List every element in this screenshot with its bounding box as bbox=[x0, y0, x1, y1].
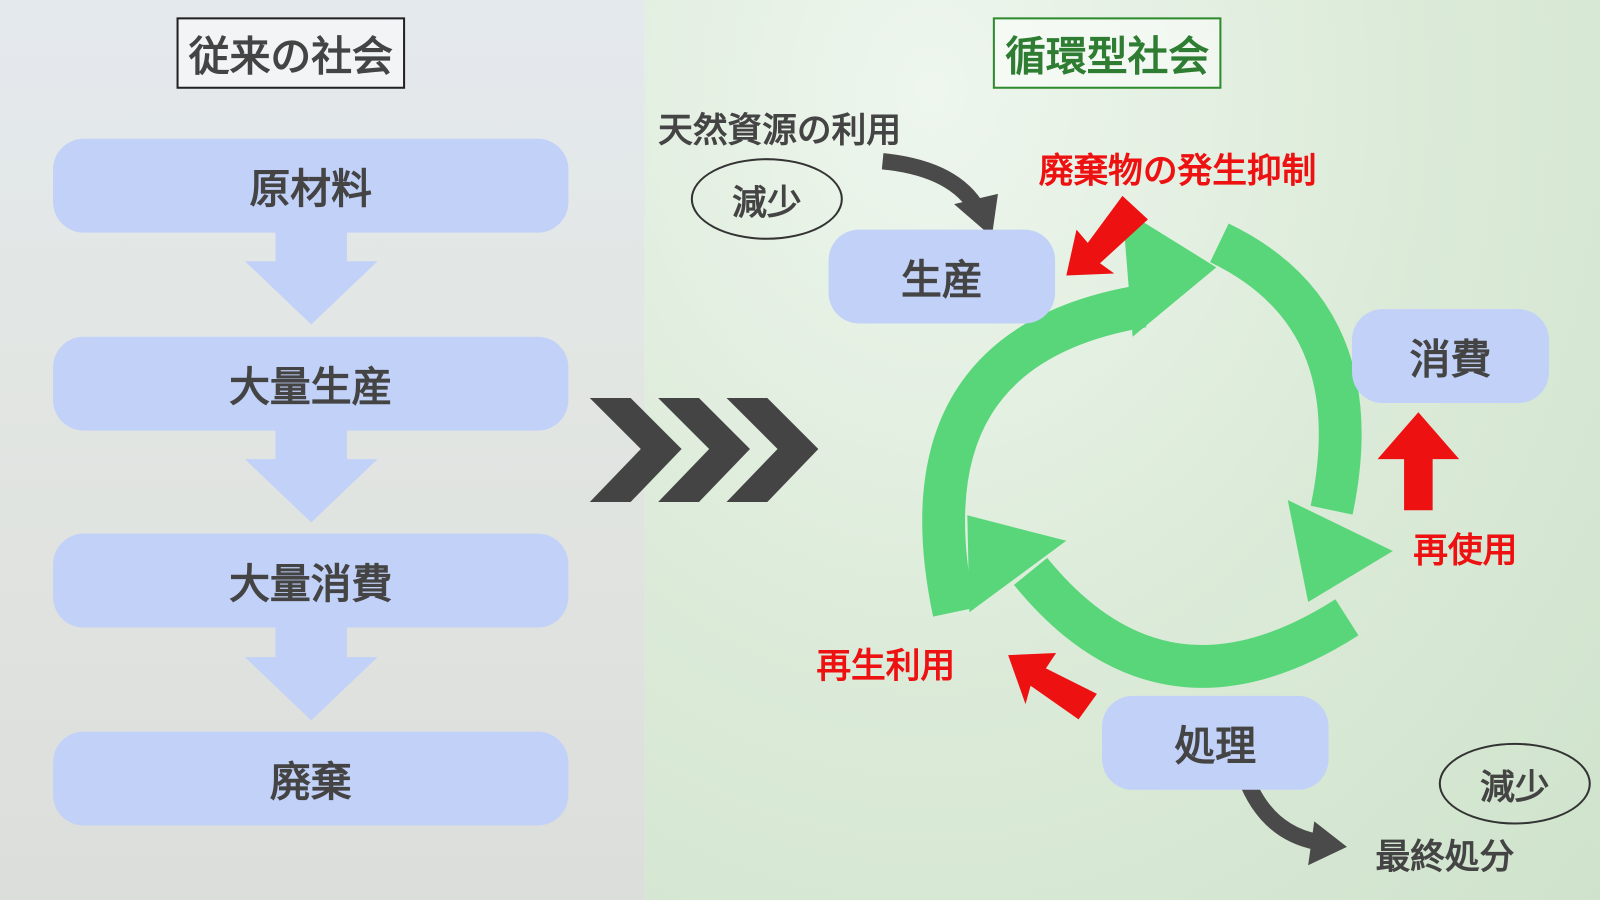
step-mass-production: 大量生産 bbox=[53, 336, 569, 431]
cycle-arrow-left bbox=[922, 284, 1147, 617]
reduce-bottom-oval: 減少 bbox=[1438, 742, 1591, 825]
natural-resources-label: 天然資源の利用 bbox=[658, 110, 902, 152]
down-arrow-icon bbox=[244, 428, 378, 523]
node-processing: 処理 bbox=[1102, 695, 1329, 790]
reuse-label: 再使用 bbox=[1413, 530, 1518, 572]
step-mass-consumption: 大量消費 bbox=[53, 533, 569, 628]
red-arrow-icon bbox=[1066, 195, 1148, 276]
cycle-arrow-right bbox=[1209, 223, 1362, 515]
cycle-arrowhead-icon bbox=[967, 515, 1067, 613]
recycle-label: 再生利用 bbox=[816, 645, 956, 687]
chevrons-icon bbox=[589, 397, 819, 503]
cycle-arrow-bottom bbox=[1013, 557, 1359, 688]
reduce-top-oval: 減少 bbox=[690, 158, 843, 240]
step-raw-materials: 原材料 bbox=[53, 138, 569, 233]
step-disposal: 廃棄 bbox=[53, 731, 569, 826]
waste-reduction-label: 廃棄物の発生抑制 bbox=[1038, 151, 1317, 192]
left-title: 従来の社会 bbox=[176, 17, 406, 89]
down-arrow-icon bbox=[244, 230, 378, 325]
arrowhead-icon bbox=[954, 193, 998, 237]
right-title: 循環型社会 bbox=[992, 17, 1222, 89]
cycle-arrowhead-icon bbox=[1122, 209, 1217, 337]
red-arrow-icon bbox=[1377, 412, 1460, 511]
down-arrow-icon bbox=[244, 626, 378, 721]
arrowhead-icon bbox=[1308, 821, 1347, 866]
cycle-arrowhead-icon bbox=[1287, 499, 1393, 603]
red-arrow-icon bbox=[1008, 653, 1097, 720]
node-consumption: 消費 bbox=[1352, 309, 1549, 404]
node-production: 生産 bbox=[828, 229, 1056, 324]
final-disposal-label: 最終処分 bbox=[1375, 836, 1515, 878]
